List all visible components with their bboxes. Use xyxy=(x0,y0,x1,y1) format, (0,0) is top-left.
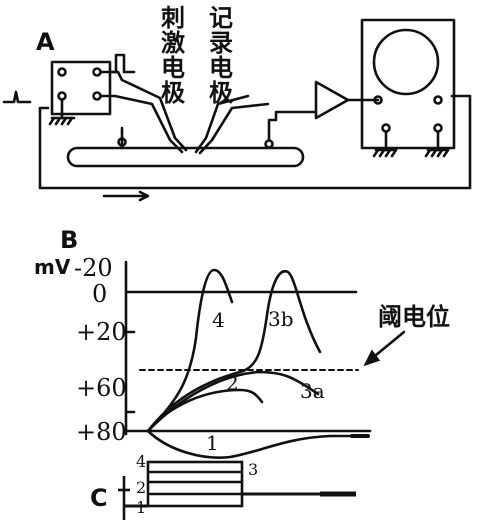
curve-label: 3b xyxy=(268,307,294,331)
stim-pulse-icon xyxy=(108,53,136,74)
step-pulse xyxy=(146,460,244,508)
nerve-fiber xyxy=(66,146,305,168)
input-spike-icon xyxy=(2,90,32,104)
tick-label: -20 xyxy=(74,254,113,282)
tick-label: +80 xyxy=(76,418,127,446)
oscilloscope-box xyxy=(360,18,456,150)
amplifier xyxy=(314,80,350,120)
curve-label: 2 xyxy=(226,371,239,395)
stimulator-box xyxy=(50,60,112,116)
curve-3b xyxy=(146,270,322,433)
panel-c-label: C xyxy=(90,484,108,512)
tick-label: +20 xyxy=(76,318,127,346)
oscilloscope-screen xyxy=(372,28,440,96)
stim-electrode-label: 刺激电极 xyxy=(161,4,185,107)
curve-3a xyxy=(146,370,320,433)
curve-4 xyxy=(146,268,234,433)
curve-label: 1 xyxy=(206,431,219,455)
tick-label: 0 xyxy=(92,280,108,308)
stimulus-baseline xyxy=(124,492,340,508)
threshold-label: 阈电位 xyxy=(378,303,450,331)
curve-label: 3a xyxy=(300,379,325,403)
panel-b-label: B xyxy=(60,226,79,254)
direction-arrow-icon xyxy=(102,190,150,202)
panel-a-label: A xyxy=(36,28,55,56)
tick-label: +60 xyxy=(76,374,127,402)
curve-1 xyxy=(146,429,354,459)
record-electrode-label: 记录电极 xyxy=(209,4,233,107)
step-label: 3 xyxy=(248,460,259,479)
curve-label: 4 xyxy=(212,308,225,332)
step-label: 4 xyxy=(136,452,147,471)
step-label: 2 xyxy=(136,478,147,497)
step-label: 1 xyxy=(136,498,147,517)
unit-label: mV xyxy=(34,255,71,279)
